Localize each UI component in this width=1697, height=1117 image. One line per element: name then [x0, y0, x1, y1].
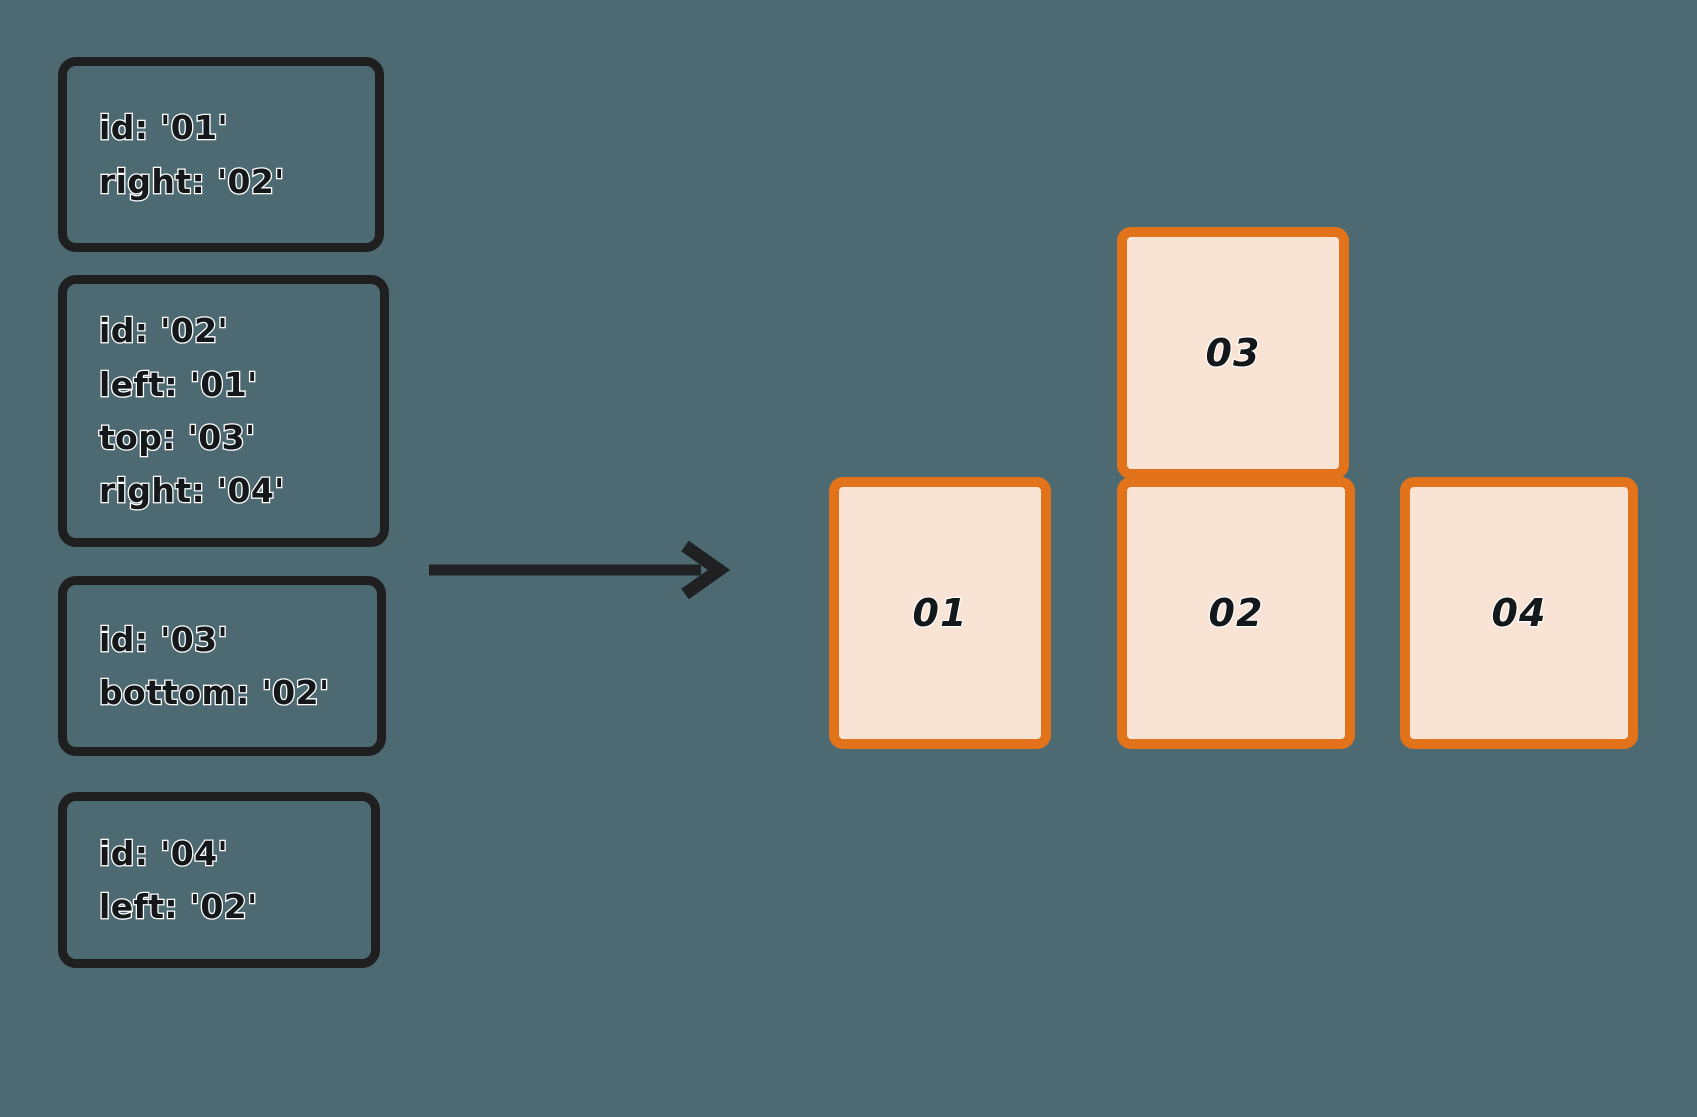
spec-box-02-line-1: id: '02'	[98, 310, 229, 352]
spec-box-02-line-3: top: '03'	[98, 417, 257, 459]
tile-04-label: 04	[1490, 590, 1547, 636]
arrow-right-icon	[429, 540, 731, 600]
spec-box-01-line-1: id: '01'	[98, 107, 229, 149]
tile-01[interactable]: 01	[829, 477, 1051, 749]
spec-box-03-line-2: bottom: '02'	[98, 672, 331, 714]
tile-01-label: 01	[911, 590, 968, 636]
spec-box-04-line-2: left: '02'	[98, 886, 259, 928]
spec-box-01: id: '01' right: '02'	[58, 57, 384, 252]
tile-03-label: 03	[1204, 330, 1261, 376]
spec-box-02-line-4: right: '04'	[98, 470, 286, 512]
spec-box-04-line-1: id: '04'	[98, 832, 229, 874]
spec-box-02: id: '02' left: '01' top: '03' right: '04…	[58, 275, 389, 547]
spec-box-04: id: '04' left: '02'	[58, 792, 380, 968]
tile-02-label: 02	[1207, 590, 1264, 636]
spec-box-03-line-1: id: '03'	[98, 618, 229, 660]
spec-box-03: id: '03' bottom: '02'	[58, 576, 386, 756]
tile-02[interactable]: 02	[1117, 477, 1355, 749]
spec-box-02-line-2: left: '01'	[98, 363, 259, 405]
tile-03[interactable]: 03	[1117, 227, 1349, 479]
spec-box-01-line-2: right: '02'	[98, 160, 286, 202]
tile-04[interactable]: 04	[1400, 477, 1638, 749]
